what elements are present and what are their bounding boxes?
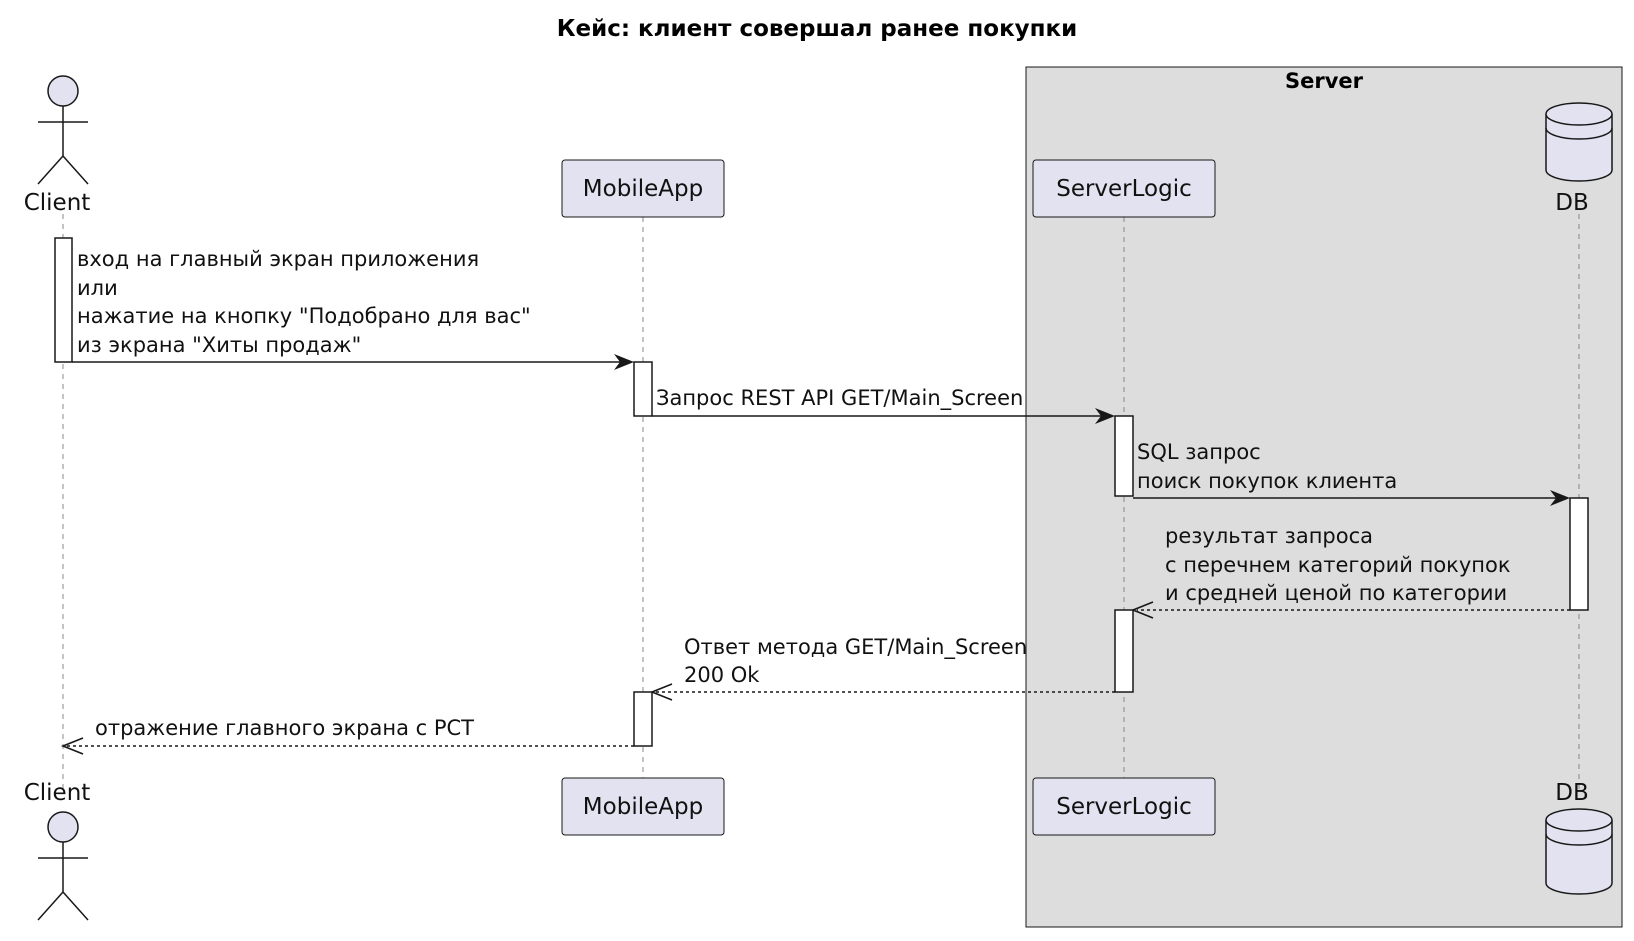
message-2-arrowhead	[1095, 408, 1115, 424]
message-1-line-3: нажатие на кнопку "Подобрано для вас"	[77, 304, 531, 328]
participant-db-bottom: DB	[1555, 780, 1589, 806]
message-2: Запрос REST API GET/Main_Screen	[652, 386, 1115, 424]
participant-mobileapp-top: MobileApp	[583, 176, 703, 202]
message-6: отражение главного экрана с РСТ	[60, 716, 634, 755]
participant-db-top: DB	[1555, 190, 1589, 216]
activation-client	[54, 237, 73, 363]
client-actor-icon	[37, 75, 89, 185]
message-5-line-1: Ответ метода GET/Main_Screen	[684, 635, 1027, 660]
message-5-line-2: 200 Ok	[684, 663, 760, 687]
message-4-line-1: результат запроса	[1165, 524, 1373, 548]
message-2-line-1: Запрос REST API GET/Main_Screen	[656, 386, 1023, 411]
message-1-line-1: вход на главный экран приложения	[77, 247, 479, 271]
message-4-line-3: и средней ценой по категории	[1165, 581, 1507, 605]
message-6-line-1: отражение главного экрана с РСТ	[95, 716, 474, 740]
message-4-arrowhead	[1130, 601, 1154, 619]
message-3-line-1: SQL запрос	[1137, 440, 1261, 464]
message-5-arrowhead	[649, 683, 673, 701]
participant-mobileapp-bottom: MobileApp	[583, 794, 703, 820]
message-3-line-2: поиск покупок клиента	[1137, 469, 1397, 493]
message-6-arrowhead	[60, 737, 84, 755]
message-1-arrowhead	[614, 354, 634, 370]
message-1: вход на главный экран приложения или наж…	[72, 247, 634, 370]
message-1-line-4: из экрана "Хиты продаж"	[77, 333, 361, 357]
participant-client-bottom: Client	[24, 780, 91, 806]
activation-mobileapp-1	[633, 361, 653, 417]
message-4-line-2: с перечнем категорий покупок	[1165, 553, 1511, 577]
participant-client-top: Client	[24, 190, 91, 216]
message-1-line-2: или	[77, 276, 118, 300]
db-database-icon	[1545, 102, 1613, 182]
activation-serverlogic-2	[1114, 609, 1134, 693]
message-4: результат запроса с перечнем категорий п…	[1130, 524, 1570, 619]
participant-mobileapp-bottom-box	[561, 777, 725, 836]
participant-serverlogic-top: ServerLogic	[1056, 176, 1192, 202]
participant-mobileapp-top-box	[561, 159, 725, 218]
activation-mobileapp-2	[633, 691, 653, 747]
db-database-bottom-icon	[1545, 808, 1613, 895]
participant-serverlogic-top-box	[1032, 159, 1216, 218]
diagram-title: Кейс: клиент совершал ранее покупки	[557, 16, 1078, 42]
participant-serverlogic-bottom: ServerLogic	[1056, 794, 1192, 820]
message-5: Ответ метода GET/Main_Screen 200 Ok	[649, 635, 1115, 701]
participant-serverlogic-bottom-box	[1032, 777, 1216, 836]
activation-db	[1569, 497, 1589, 611]
activation-serverlogic-1	[1114, 415, 1134, 497]
message-3: SQL запрос поиск покупок клиента	[1133, 440, 1570, 506]
client-actor-bottom-icon	[37, 811, 89, 921]
message-3-arrowhead	[1550, 490, 1570, 506]
server-box-label: Server	[1285, 69, 1364, 93]
